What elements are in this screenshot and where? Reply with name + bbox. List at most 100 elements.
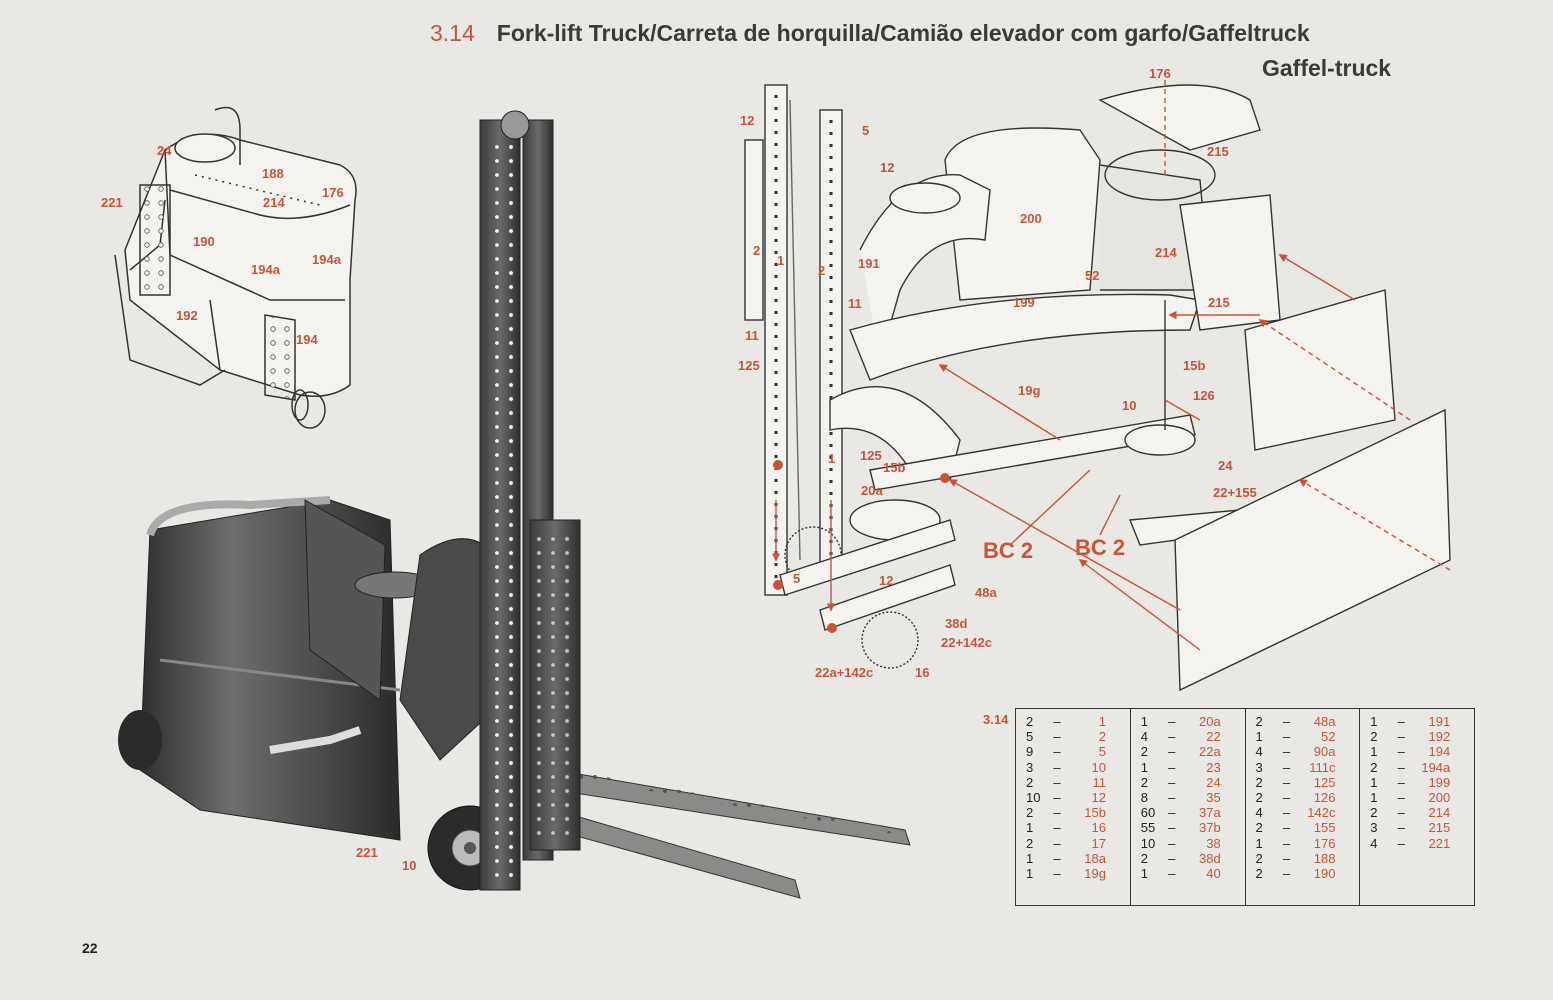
part-quantity: 2 [1026, 835, 1034, 851]
parts-row: 2–155 [1256, 820, 1360, 835]
part-quantity: 1 [1026, 820, 1034, 836]
dash-separator: – [1053, 790, 1061, 806]
parts-row: 2–48a [1256, 714, 1360, 729]
part-number: 22a [1199, 744, 1221, 760]
parts-row: 4–22 [1141, 729, 1245, 744]
parts-row: 2–15b [1026, 805, 1130, 820]
part-quantity: 2 [1255, 866, 1263, 882]
dash-separator: – [1053, 729, 1061, 745]
part-quantity: 1 [1026, 866, 1034, 882]
dash-separator: – [1168, 774, 1176, 790]
part-number: 11 [1092, 774, 1107, 790]
part-number: 37b [1199, 820, 1221, 836]
dash-separator: – [1397, 820, 1405, 836]
dash-separator: – [1282, 820, 1291, 836]
part-number: 194 [1428, 744, 1451, 760]
dash-separator: – [1397, 774, 1405, 790]
part-number: 90a [1313, 744, 1336, 760]
part-quantity: 4 [1255, 744, 1263, 760]
label-12: 12 [740, 113, 754, 128]
parts-row: 10–12 [1026, 790, 1130, 805]
parts-row: 1–23 [1141, 760, 1245, 775]
dash-separator: – [1397, 835, 1405, 851]
model-number: 3.14 [430, 20, 475, 46]
dash-separator: – [1168, 850, 1176, 866]
parts-row: 2–190 [1256, 866, 1360, 881]
part-number: 38 [1206, 835, 1221, 851]
parts-row: 60–37a [1141, 805, 1245, 820]
part-number: 5 [1098, 744, 1106, 760]
part-quantity: 1 [1255, 729, 1263, 745]
part-number: 1 [1098, 714, 1106, 729]
part-number: 192 [1428, 729, 1451, 745]
parts-row: 1–40 [1141, 866, 1245, 881]
part-quantity: 2 [1370, 805, 1378, 821]
part-number: 194a [1421, 759, 1451, 775]
label-176: 176 [1149, 66, 1171, 81]
label-221-photo: 221 [356, 845, 378, 860]
dash-separator: – [1168, 805, 1176, 821]
label-125: 125 [738, 358, 760, 373]
parts-row: 3–111c [1256, 760, 1360, 775]
label-126: 126 [1193, 388, 1215, 403]
label-125: 125 [860, 448, 882, 463]
parts-row: 2–126 [1256, 790, 1360, 805]
label-20a: 20a [861, 483, 883, 498]
parts-row: 2 – 38d [1141, 851, 1245, 866]
parts-row: 4–90a [1256, 744, 1360, 759]
part-quantity: 2 [1026, 774, 1034, 790]
label-1: 1 [828, 451, 835, 466]
dash-separator: – [1053, 835, 1061, 851]
label-214: 214 [263, 195, 285, 210]
title-text: Fork-lift Truck/Carreta de horquilla/Cam… [496, 20, 1310, 46]
dash-separator: – [1053, 744, 1061, 760]
parts-row: 1–20a [1141, 714, 1245, 729]
part-quantity: 3 [1255, 759, 1263, 775]
label-11: 11 [745, 328, 759, 343]
part-quantity: 1 [1140, 714, 1148, 729]
parts-row: 2–24 [1141, 775, 1245, 790]
label-bc2-2: BC 2 [1075, 535, 1125, 560]
part-number: 125 [1313, 774, 1336, 790]
exploded-labels: 176 12 5 12 215 200 214 2 1 2 191 52 11 … [738, 66, 1257, 680]
part-quantity: 8 [1140, 790, 1148, 806]
label-10-photo: 10 [402, 858, 416, 873]
dash-separator: – [1168, 820, 1176, 836]
part-quantity: 55 [1140, 820, 1156, 836]
part-number: 38d [1199, 850, 1221, 866]
part-quantity: 2 [1140, 850, 1148, 866]
parts-row: 3–215 [1370, 820, 1474, 835]
label-192: 192 [176, 308, 198, 323]
dash-separator: – [1282, 835, 1291, 851]
forklift-photo [118, 110, 911, 899]
label-194: 194 [296, 332, 318, 347]
dash-separator: – [1397, 805, 1405, 821]
part-quantity: 3 [1370, 820, 1378, 836]
dash-separator: – [1168, 790, 1176, 806]
label-176: 176 [322, 185, 344, 200]
part-quantity: 1 [1255, 835, 1263, 851]
rear-body-labels: 24 188 176 221 214 190 194a 194a 192 194 [101, 143, 344, 347]
part-number: 19g [1084, 866, 1106, 882]
part-number: 40 [1206, 866, 1221, 882]
label-52: 52 [1085, 268, 1099, 283]
dash-separator: – [1168, 866, 1176, 882]
part-quantity: 2 [1255, 774, 1263, 790]
label-200: 200 [1020, 211, 1042, 226]
parts-row: 1–19g [1026, 866, 1130, 881]
part-number: 188 [1313, 850, 1336, 866]
label-24: 24 [1218, 458, 1233, 473]
dash-separator: – [1282, 729, 1291, 745]
label-194a-1: 194a [251, 262, 281, 277]
part-quantity: 1 [1026, 850, 1034, 866]
part-quantity: 60 [1140, 805, 1156, 821]
parts-row: 2–17 [1026, 836, 1130, 851]
part-quantity: 1 [1370, 774, 1378, 790]
label-199: 199 [1013, 295, 1035, 310]
label-191: 191 [858, 256, 880, 271]
label-22-155: 22+155 [1213, 485, 1257, 500]
